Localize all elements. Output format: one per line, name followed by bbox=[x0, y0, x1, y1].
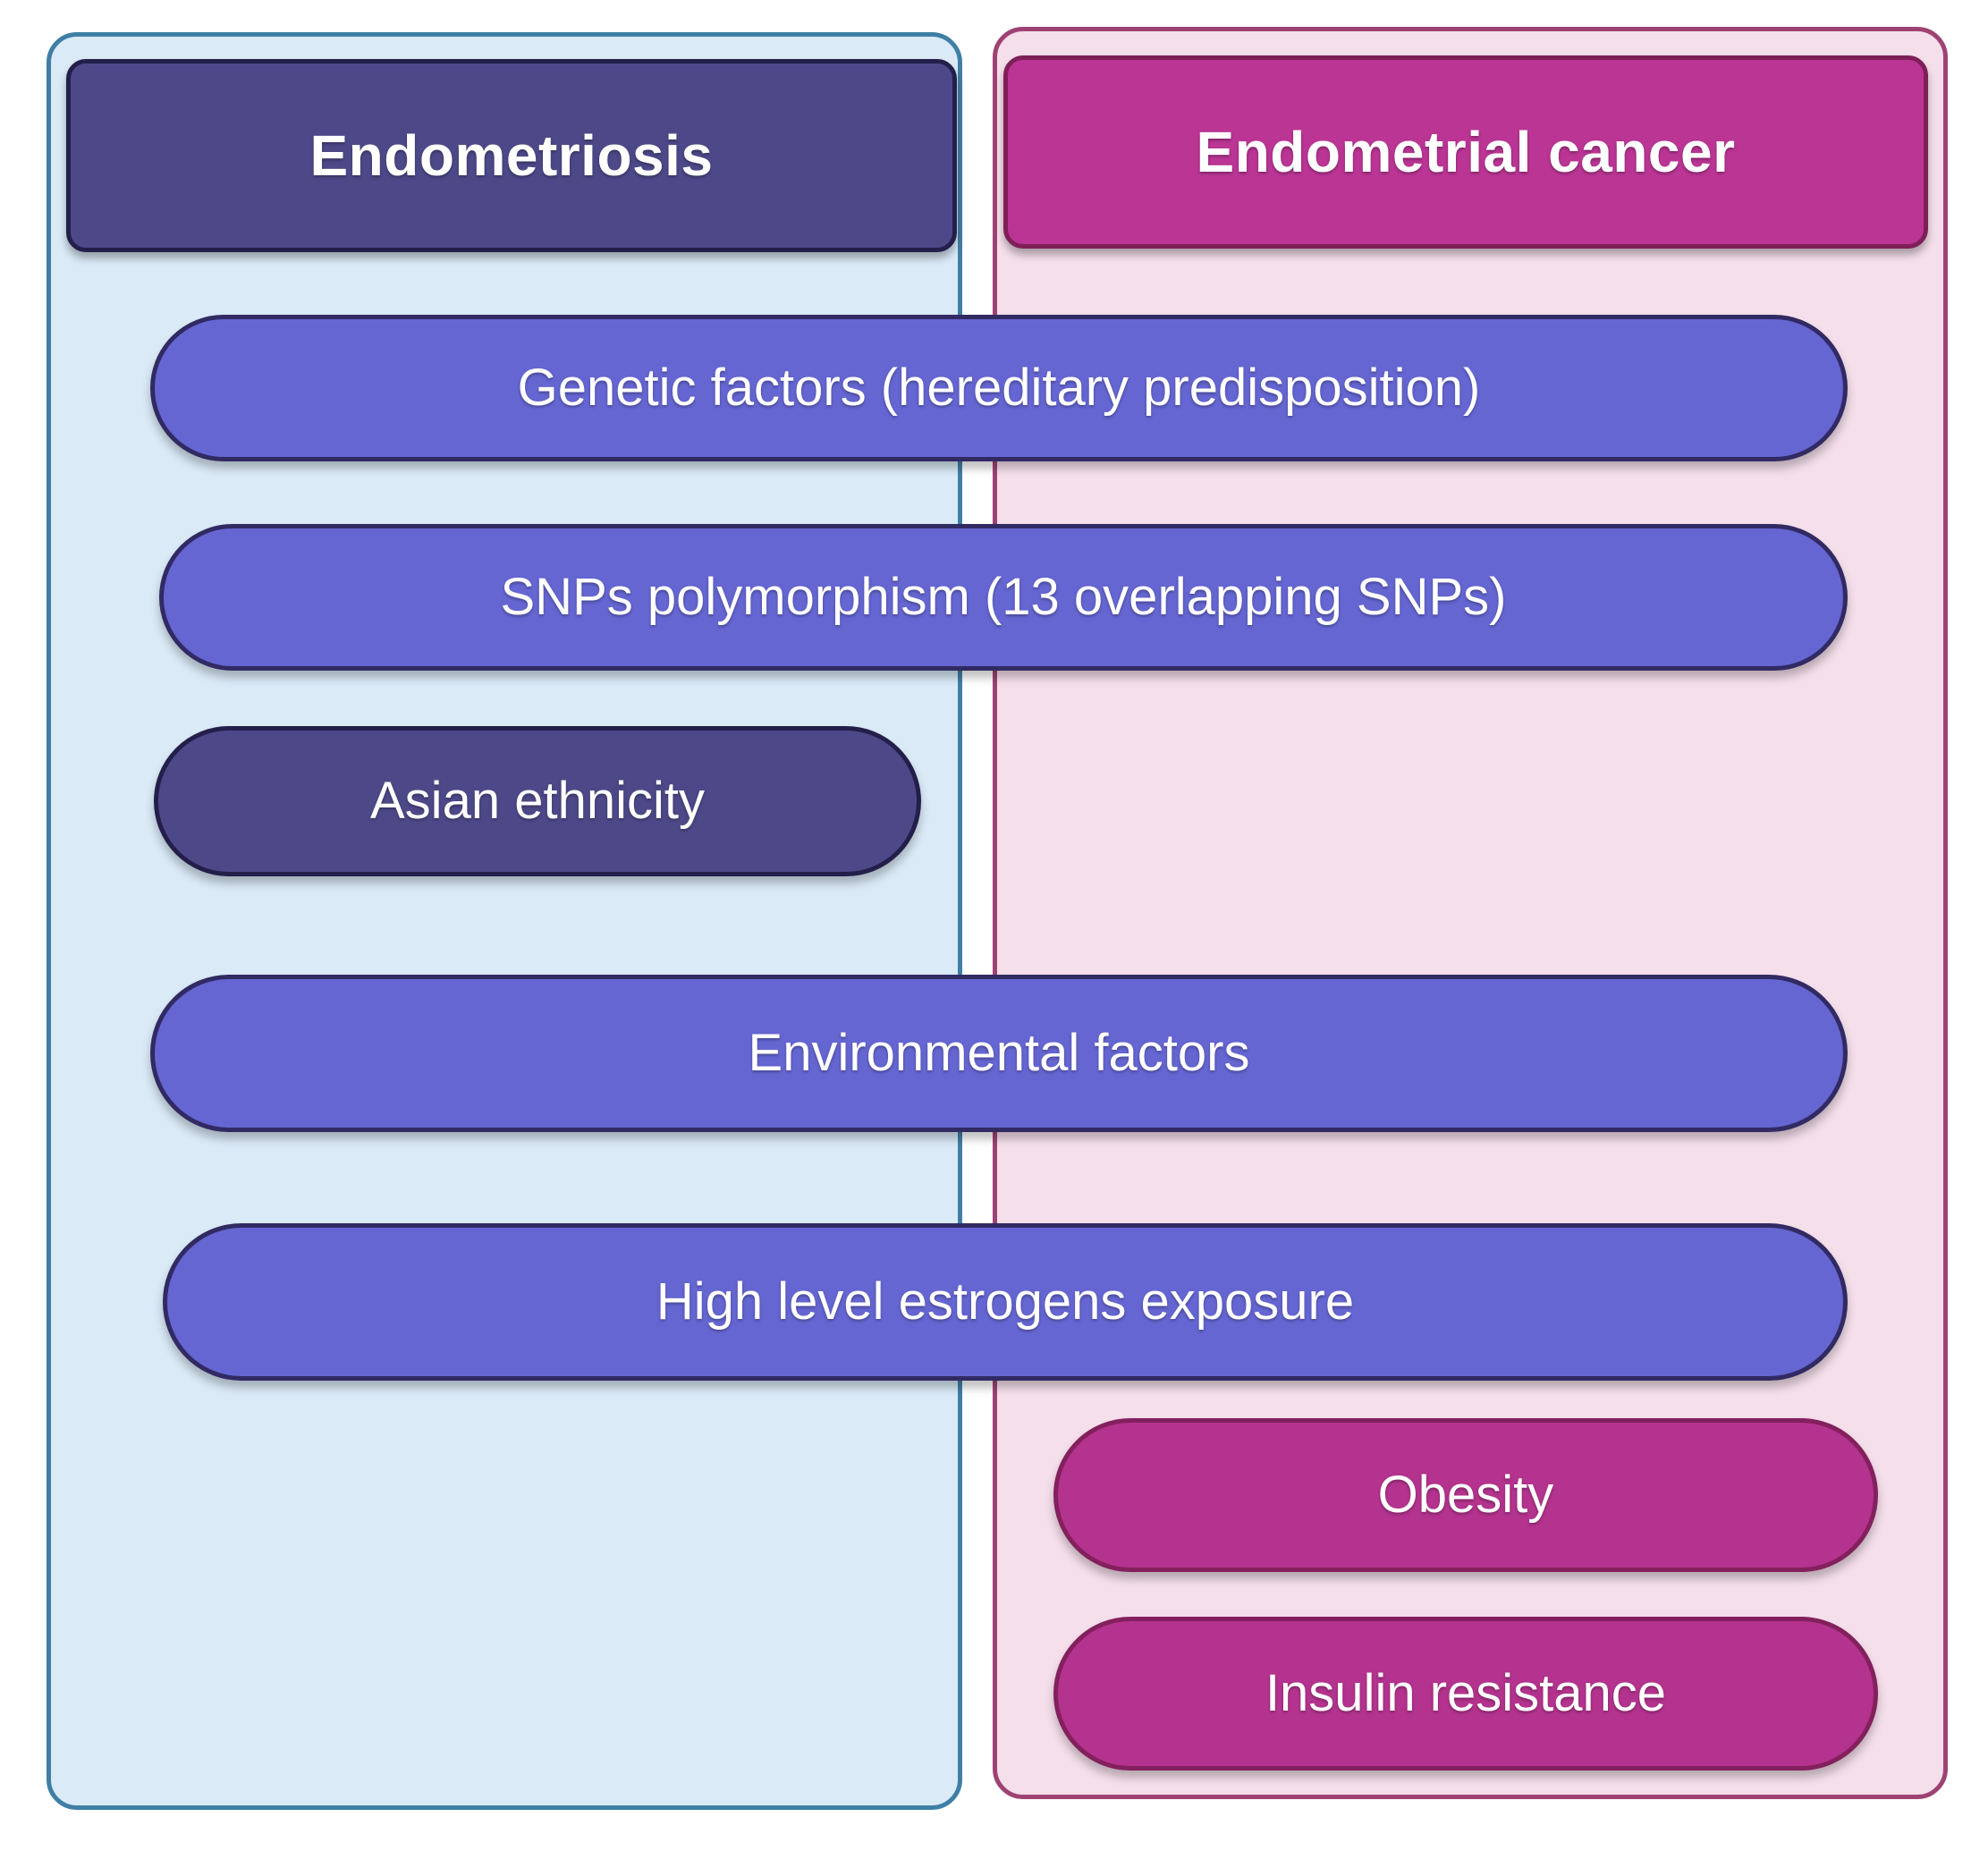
factor-environmental-factors: Environmental factors bbox=[150, 975, 1848, 1132]
header-endometriosis: Endometriosis bbox=[66, 59, 957, 252]
factor-asian-ethnicity: Asian ethnicity bbox=[154, 726, 921, 876]
factor-high-level-estrogens-exposure: High level estrogens exposure bbox=[163, 1223, 1848, 1381]
panel-endometriosis bbox=[47, 32, 962, 1810]
header-endometrial-cancer: Endometrial cancer bbox=[1003, 55, 1928, 249]
factor-snps-polymorphism: SNPs polymorphism (13 overlapping SNPs) bbox=[159, 524, 1848, 671]
factor-obesity: Obesity bbox=[1053, 1418, 1878, 1572]
factor-genetic-factors: Genetic factors (hereditary predispositi… bbox=[150, 315, 1848, 461]
factor-insulin-resistance: Insulin resistance bbox=[1053, 1617, 1878, 1771]
